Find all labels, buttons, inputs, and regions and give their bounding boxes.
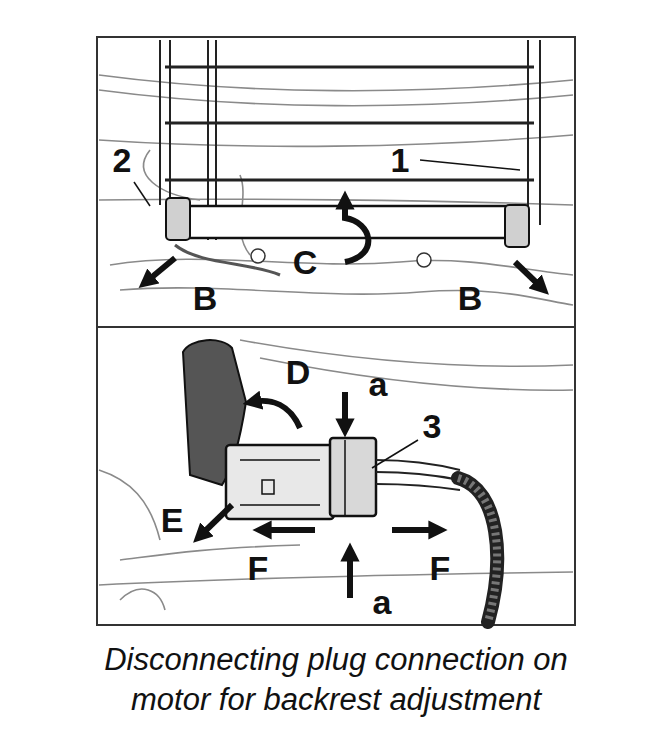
figure-caption: Disconnecting plug connection on motor f… bbox=[66, 640, 606, 720]
callout-letter: a bbox=[367, 366, 390, 402]
direction-arrows bbox=[200, 392, 438, 598]
leader-line bbox=[372, 440, 418, 468]
wire-holders bbox=[251, 249, 431, 267]
bottom-panel-frame bbox=[97, 327, 575, 625]
leader-line bbox=[420, 160, 520, 170]
top-panel-frame bbox=[97, 37, 575, 327]
left-clip bbox=[166, 198, 190, 240]
callout-letter: a bbox=[371, 584, 394, 620]
callout-letter: B bbox=[456, 280, 485, 316]
callout-letter: B bbox=[191, 280, 220, 316]
cable-sleeve-ribs bbox=[458, 478, 497, 622]
cable-sleeve bbox=[458, 478, 497, 622]
callout-letter: D bbox=[284, 354, 313, 390]
backrest-wires bbox=[160, 40, 540, 240]
callout-letter: 2 bbox=[111, 142, 134, 178]
connector-plug bbox=[330, 438, 376, 516]
callout-letter: E bbox=[159, 502, 186, 538]
callout-letter: F bbox=[246, 550, 271, 586]
direction-arrows bbox=[146, 200, 542, 288]
plug-wires bbox=[376, 460, 460, 490]
callout-letter: F bbox=[428, 550, 453, 586]
connector-housing bbox=[226, 445, 334, 519]
callout-letter: C bbox=[291, 244, 320, 280]
right-clip bbox=[505, 205, 529, 247]
callout-letter: 3 bbox=[421, 408, 444, 444]
callout-letter: 1 bbox=[389, 142, 412, 178]
connector-detail bbox=[240, 440, 345, 515]
wiring-harness bbox=[175, 245, 280, 275]
leader-line bbox=[134, 182, 150, 206]
